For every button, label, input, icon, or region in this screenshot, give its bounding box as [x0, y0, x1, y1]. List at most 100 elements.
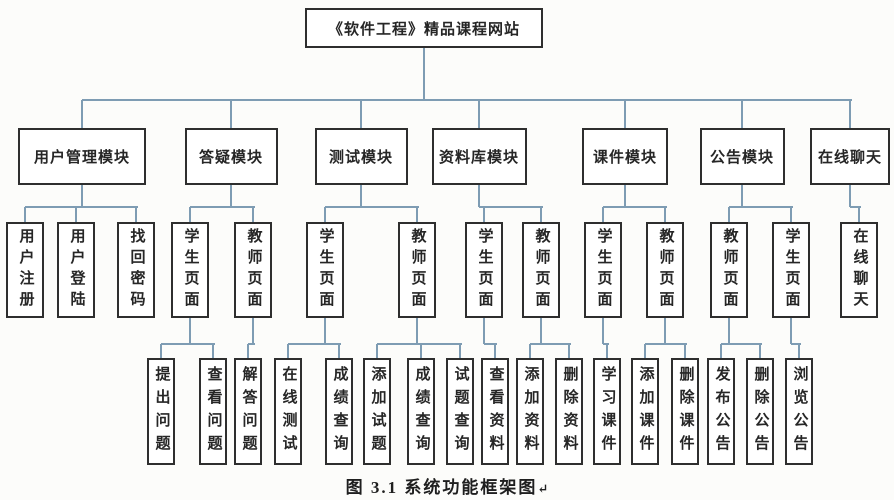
connector-line: [568, 344, 570, 358]
connector-line: [850, 206, 861, 208]
connector-line: [603, 206, 667, 208]
node-module-qa: 答疑模块: [184, 128, 278, 185]
node-answer-question: 解答问题: [234, 358, 262, 465]
connector-line: [82, 99, 852, 101]
node-user-login: 用户登陆: [57, 222, 95, 318]
node-label: 提出问题: [153, 365, 170, 458]
node-module-courseware: 课件模块: [582, 128, 668, 185]
node-label: 答疑模块: [198, 150, 263, 166]
connector-line: [423, 48, 425, 100]
connector-line: [790, 318, 792, 344]
node-label: 学习课件: [599, 365, 616, 458]
node-label: 找回密码: [128, 228, 145, 312]
node-view-question: 查看问题: [199, 358, 227, 465]
connector-line: [644, 344, 646, 358]
node-label: 学生页面: [317, 228, 334, 312]
connector-line: [741, 185, 743, 207]
connector-line: [849, 100, 851, 128]
node-label: 学生页面: [182, 228, 199, 312]
node-label: 查看问题: [205, 365, 222, 458]
connector-line: [664, 207, 666, 222]
node-label: 教师页面: [245, 228, 262, 312]
connector-line: [494, 344, 496, 358]
connector-line: [212, 344, 214, 358]
connector-line: [135, 207, 137, 222]
paragraph-return-mark: ↵: [537, 481, 549, 496]
connector-line: [540, 318, 542, 344]
node-add-question: 添加试题: [363, 358, 391, 465]
node-module-test: 测试模块: [314, 128, 408, 185]
node-label: 在线测试: [280, 365, 297, 458]
connector-line: [288, 343, 341, 345]
node-add-material: 添加资料: [516, 358, 544, 465]
node-browse-announcement: 浏览公告: [785, 358, 813, 465]
connector-line: [791, 343, 801, 345]
connector-line: [325, 206, 419, 208]
node-online-test: 在线测试: [274, 358, 302, 465]
node-label: 教师页面: [721, 228, 738, 312]
connector-line: [645, 343, 687, 345]
node-label: 添加试题: [369, 365, 386, 458]
node-question-query: 试题查询: [446, 358, 474, 465]
node-courseware-teacher-page: 教师页面: [646, 222, 684, 318]
connector-line: [338, 344, 340, 358]
node-online-chat: 在线聊天: [840, 222, 878, 318]
connector-line: [81, 185, 83, 207]
node-courseware-student-page: 学生页面: [584, 222, 622, 318]
connector-line: [484, 343, 497, 345]
connector-line: [858, 207, 860, 222]
connector-line: [624, 185, 626, 207]
connector-line: [230, 100, 232, 128]
connector-line: [324, 318, 326, 344]
node-label: 学生页面: [783, 228, 800, 312]
node-label: 课件模块: [592, 150, 657, 166]
connector-line: [252, 207, 254, 222]
figure-caption: 图 3.1 系统功能框架图↵: [0, 473, 894, 498]
node-module-user-management: 用户管理模块: [18, 128, 146, 185]
node-label: 发布公告: [713, 365, 730, 458]
connector-line: [160, 344, 162, 358]
connector-line: [741, 100, 743, 128]
node-label: 成绩查询: [413, 365, 430, 458]
node-score-query-teacher: 成绩查询: [407, 358, 435, 465]
connector-line: [25, 206, 138, 208]
connector-line: [420, 344, 422, 358]
node-label: 查看资料: [487, 365, 504, 458]
connector-line: [360, 185, 362, 207]
node-library-teacher-page: 教师页面: [522, 222, 560, 318]
connector-line: [161, 343, 215, 345]
connector-line: [483, 207, 485, 222]
connector-line: [849, 185, 851, 207]
node-label: 《软件工程》精品课程网站: [327, 21, 520, 38]
node-test-student-page: 学生页面: [306, 222, 344, 318]
node-label: 学生页面: [595, 228, 612, 312]
connector-line: [287, 344, 289, 358]
node-label: 用户注册: [17, 228, 34, 312]
connector-line: [721, 343, 762, 345]
node-ask-question: 提出问题: [147, 358, 175, 465]
connector-line: [416, 318, 418, 344]
connector-line: [759, 344, 761, 358]
connector-line: [720, 344, 722, 358]
connector-line: [530, 343, 571, 345]
node-label: 成绩查询: [331, 365, 348, 458]
node-label: 删除资料: [561, 365, 578, 458]
connector-line: [189, 207, 191, 222]
node-label: 资料库模块: [438, 150, 519, 166]
node-label: 添加资料: [522, 365, 539, 458]
connector-line: [728, 207, 730, 222]
connector-line: [247, 344, 249, 358]
connector-line: [190, 206, 255, 208]
connector-line: [189, 318, 191, 344]
node-label: 教师页面: [657, 228, 674, 312]
node-label: 用户登陆: [68, 228, 85, 312]
node-study-courseware: 学习课件: [593, 358, 621, 465]
connector-line: [483, 318, 485, 344]
node-label: 公告模块: [709, 150, 774, 166]
connector-line: [416, 207, 418, 222]
node-delete-material: 删除资料: [555, 358, 583, 465]
connector-line: [624, 100, 626, 128]
connector-line: [790, 207, 792, 222]
connector-line: [230, 185, 232, 207]
connector-line: [529, 344, 531, 358]
